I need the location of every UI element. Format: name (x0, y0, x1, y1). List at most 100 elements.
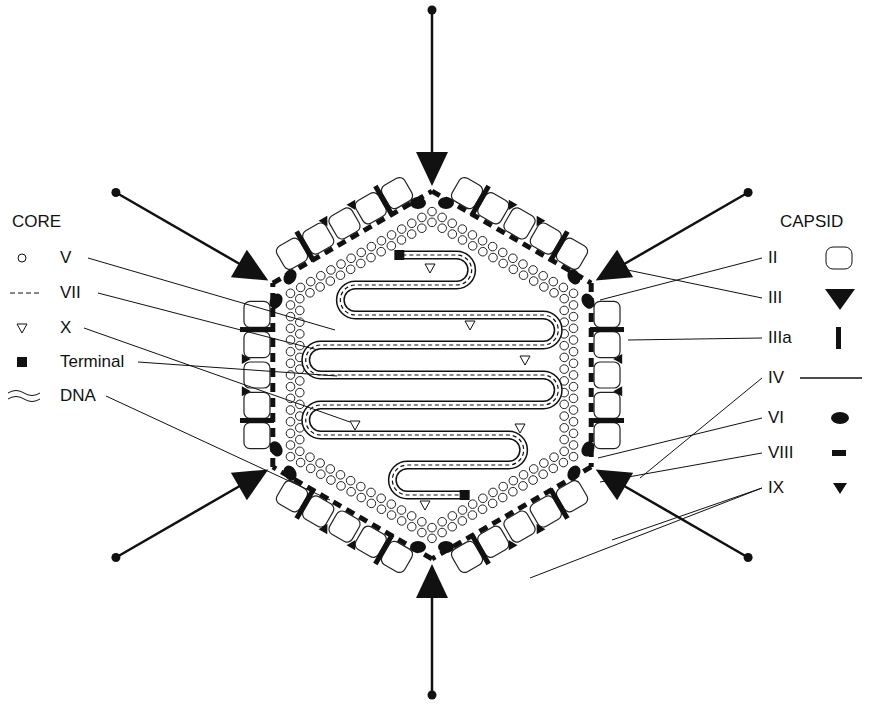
protein-v (560, 306, 569, 315)
protein-v (296, 283, 305, 292)
protein-vi (565, 267, 583, 287)
protein-v (560, 435, 569, 444)
protein-v (418, 224, 427, 233)
protein-v (529, 277, 538, 286)
protein-v (560, 365, 569, 374)
protein-v (560, 341, 569, 350)
ix-symbol (833, 483, 847, 494)
protein-v (569, 371, 578, 380)
protein-v (569, 324, 578, 333)
protein-iiia (294, 488, 315, 520)
key-symbols (8, 247, 862, 494)
protein-v (569, 394, 578, 403)
protein-v (286, 406, 295, 415)
part-label: X (60, 318, 71, 338)
protein-v (296, 306, 305, 315)
protein-v (347, 487, 356, 496)
protein-v (407, 219, 416, 228)
protein-v (468, 242, 477, 251)
penton-iii (416, 152, 448, 186)
protein-viii (589, 283, 594, 467)
leader-line (628, 338, 762, 340)
protein-v (357, 259, 366, 268)
protein-v (357, 493, 366, 502)
protein-v (478, 236, 487, 245)
protein-v (306, 277, 315, 286)
core (286, 207, 578, 542)
hexon-ii (594, 362, 620, 388)
protein-v (296, 447, 305, 456)
leader-line (84, 328, 350, 422)
fiber-iv (116, 193, 246, 268)
x-symbol (17, 324, 27, 333)
leader-line (618, 268, 762, 298)
protein-v (316, 283, 325, 292)
leader-line (138, 362, 337, 376)
hexon-ii (244, 362, 270, 388)
penton-iii (231, 470, 268, 501)
protein-ix (319, 216, 332, 229)
protein-v (519, 271, 528, 280)
protein-v (539, 470, 548, 479)
protein-v (418, 213, 427, 222)
protein-v (569, 359, 578, 368)
protein-v (509, 254, 518, 263)
protein-v (367, 488, 376, 497)
protein-iiia (294, 230, 315, 262)
protein-v (286, 382, 295, 391)
protein-v (550, 453, 559, 462)
protein-v (489, 253, 498, 262)
protein-v (317, 470, 326, 479)
protein-v (569, 429, 578, 438)
leader-line (640, 378, 762, 478)
protein-v (569, 301, 578, 310)
protein-v (306, 453, 315, 462)
protein-v (438, 528, 447, 537)
protein-x (350, 421, 360, 430)
fiber-iv (116, 483, 246, 558)
penton-iii (416, 564, 448, 598)
protein-v (296, 377, 305, 386)
protein-v (438, 224, 447, 233)
fiber-iv (618, 483, 748, 558)
fiber-knob (428, 6, 437, 15)
protein-v (519, 471, 528, 480)
protein-v (560, 447, 569, 456)
protein-v (286, 441, 295, 450)
protein-ix (532, 521, 545, 534)
protein-v (367, 253, 376, 262)
protein-v (529, 266, 538, 275)
protein-v (428, 523, 437, 532)
protein-v (569, 406, 578, 415)
protein-v (317, 271, 326, 280)
protein-v (448, 512, 457, 521)
protein-v (286, 301, 295, 310)
protein-v (367, 499, 376, 508)
leader-line (612, 488, 762, 540)
protein-viii (432, 191, 591, 283)
protein-v (306, 289, 315, 298)
protein-v (529, 476, 538, 485)
protein-v (569, 382, 578, 391)
protein-v (296, 388, 305, 397)
protein-v (488, 499, 497, 508)
protein-v (327, 266, 336, 275)
part-label: V (60, 248, 71, 268)
protein-ix (504, 537, 517, 550)
protein-v (428, 218, 437, 227)
part-label: Terminal (60, 352, 124, 372)
part-label: IV (768, 368, 784, 388)
fiber-iv (618, 193, 748, 268)
protein-v (387, 500, 396, 509)
protein-v (347, 254, 356, 263)
protein-ix (319, 521, 332, 534)
terminal-symbol (17, 357, 27, 367)
protein-vi (267, 291, 285, 311)
fiber-knob (744, 188, 753, 197)
protein-ix (347, 200, 360, 213)
protein-v (377, 247, 386, 256)
protein-v (458, 236, 467, 245)
protein-v (519, 260, 528, 269)
hexon-ii (594, 332, 620, 358)
protein-v (560, 412, 569, 421)
